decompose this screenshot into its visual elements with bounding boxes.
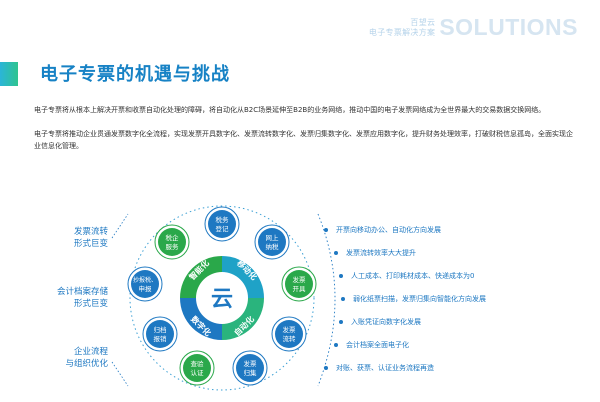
node-invoice-flow: 发票 流转 [271,316,307,352]
right-item: 弱化纸票扫描，发票归集向智能化方向发展 [353,294,486,303]
right-item: 对账、获票、认证业务流程再造 [336,363,434,372]
node-invoice-issue: 发票 开具 [281,266,317,302]
cloud-diagram: 云 智能化 移动化 数字化 自动化 税务 登记 网上 纳税 发票 开具 发票 流… [57,205,486,391]
center-ring [180,256,264,340]
left-connector-3 [111,361,129,387]
header-solutions: SOLUTIONS [439,14,578,40]
node-tax-registration: 税务 登记 [204,206,240,242]
node-archive-reimburse: 归档 报销 [142,316,178,352]
page-title: 电子专票的机遇与挑战 [40,64,230,85]
left-label-1b: 形式巨变 [74,238,109,249]
right-item: 开票向移动办公、自动化方向发展 [336,225,441,234]
header-sub-1: 百望云 [410,17,436,27]
node-label: 服务 [166,242,180,251]
right-list: 开票向移动办公、自动化方向发展 发票流转效率大大提升 人工成本、打印耗材成本、快… [324,225,486,372]
node-invoice-collect: 发票 归集 [232,350,268,386]
node-label: 报销 [154,334,168,343]
header-brand: 百望云 电子专票解决方案 SOLUTIONS [369,14,578,41]
node-label: 归集 [244,368,258,377]
right-item: 发票流转效率大大提升 [346,248,416,257]
right-arc [317,213,336,387]
node-label: 纳税 [266,242,280,251]
node-label: 登记 [216,224,230,233]
node-label: 发票 [293,275,307,284]
left-label-1a: 发票流转 [74,226,109,237]
node-tax-service: 税企 服务 [154,224,190,260]
node-label: 发票 [283,325,297,334]
node-label: 抄报税、 [133,276,157,284]
node-label: 网上 [266,233,280,242]
node-label: 申报 [139,284,153,293]
left-label-3a: 企业流程 [74,346,109,357]
title-accent-bar [0,62,18,86]
node-tax-report: 抄报税、 申报 [127,266,163,302]
node-label: 查验 [191,359,205,368]
node-label: 税务 [216,215,230,224]
node-verify-cert: 查验 认证 [179,350,215,386]
node-online-tax: 网上 纳税 [254,224,290,260]
left-label-3b: 与组织优化 [65,358,108,369]
paragraph-1: 电子专票将从根本上解决开票和收票自动化处理的障碍，将自动化从B2C场景延伸至B2… [34,106,546,114]
right-item: 人工成本、打印耗材成本、快递成本为0 [351,271,474,280]
left-connector-1 [111,213,129,239]
orbit-ring [129,205,315,391]
header-subtitle: 百望云 电子专票解决方案 [369,18,435,38]
left-label-2a: 会计档案存储 [57,286,109,297]
node-label: 税企 [166,233,180,242]
center-cloud-label: 云 [211,287,233,312]
node-label: 认证 [191,368,205,377]
paragraph-2: 电子专票将推动企业贯通发票数字化全流程，实现发票开具数字化、发票流转数字化、发票… [34,130,573,150]
left-label-2b: 形式巨变 [74,298,109,309]
header-sub-2: 电子专票解决方案 [368,27,436,37]
center-core [200,276,244,320]
node-label: 归档 [154,325,167,334]
node-label: 发票 [244,359,258,368]
right-item: 入账凭证向数字化发展 [351,317,421,326]
node-label: 开具 [293,285,307,293]
right-item: 会计档案全面电子化 [346,340,409,349]
node-label: 流转 [283,334,297,343]
